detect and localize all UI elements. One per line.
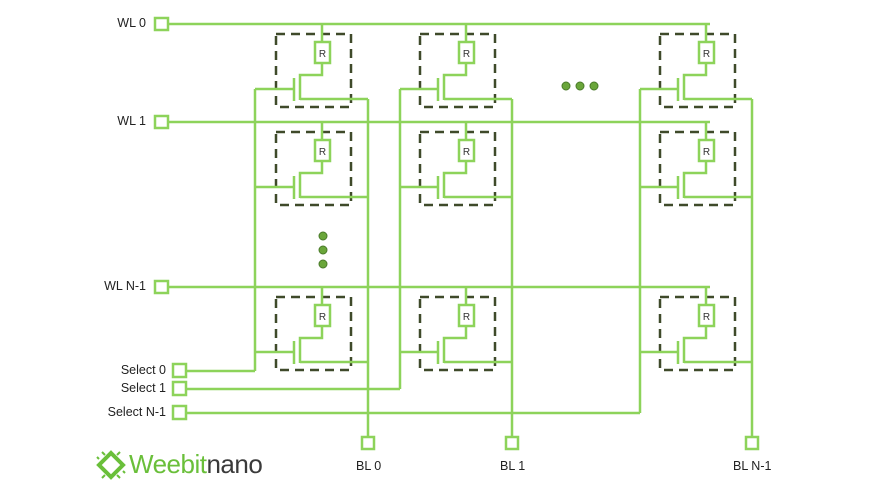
resistor-label: R	[319, 312, 326, 323]
resistor-label: R	[703, 312, 710, 323]
select-n-1-label: Select N-1	[107, 405, 166, 419]
transistor-source	[298, 326, 324, 363]
transistor-source	[442, 63, 468, 100]
resistor-label: R	[463, 312, 470, 323]
resistor-label: R	[703, 49, 710, 60]
resistor-label: R	[463, 147, 470, 158]
logo-text-nano: nano	[206, 449, 263, 479]
memory-cell-box	[418, 295, 497, 372]
select-0-label: Select 0	[120, 363, 166, 377]
bl-0-label: BL 0	[356, 459, 382, 473]
bl-terminal-2	[744, 435, 760, 451]
memory-cell-box	[274, 295, 353, 372]
wl-terminal-1	[153, 114, 170, 130]
select-1-label: Select 1	[120, 381, 166, 395]
wl-terminal-0	[153, 16, 170, 32]
wl-1-label: WL 1	[117, 114, 146, 128]
transistor-source	[682, 63, 708, 100]
ellipsis-dot-vertical	[318, 231, 328, 241]
chip-logo-icon	[96, 449, 126, 480]
memory-cell-box	[658, 32, 737, 109]
wl-terminal-2	[153, 279, 170, 295]
transistor-source	[442, 161, 468, 198]
bl-terminal-1	[504, 435, 520, 451]
resistor-label: R	[319, 147, 326, 158]
ellipsis-dot-horizontal	[589, 81, 599, 91]
ellipsis-dot-horizontal	[561, 81, 571, 91]
memory-cell-box	[658, 130, 737, 207]
transistor-source	[682, 326, 708, 363]
transistor-source	[298, 63, 324, 100]
memory-cell-box	[274, 32, 353, 109]
memory-cell-box	[274, 130, 353, 207]
resistor-label: R	[463, 49, 470, 60]
memory-cell-box	[418, 32, 497, 109]
wl-n-1-label: WL N-1	[104, 279, 146, 293]
logo-text-weebit: Weebit	[129, 449, 207, 479]
bl-n-1-label: BL N-1	[733, 459, 772, 473]
select-terminal-0	[171, 362, 188, 379]
ellipsis-dot-vertical	[318, 245, 328, 255]
ellipsis-dot-vertical	[318, 259, 328, 269]
memory-cell-box	[658, 295, 737, 372]
bl-1-label: BL 1	[500, 459, 526, 473]
memory-cell-box	[418, 130, 497, 207]
resistor-label: R	[319, 49, 326, 60]
bl-terminal-0	[360, 435, 376, 451]
transistor-source	[298, 161, 324, 198]
wl-0-label: WL 0	[117, 16, 146, 30]
transistor-source	[442, 326, 468, 363]
transistor-source	[682, 161, 708, 198]
select-terminal-2	[171, 404, 188, 421]
ellipsis-dot-horizontal	[575, 81, 585, 91]
select-terminal-1	[171, 380, 188, 397]
resistor-label: R	[703, 147, 710, 158]
